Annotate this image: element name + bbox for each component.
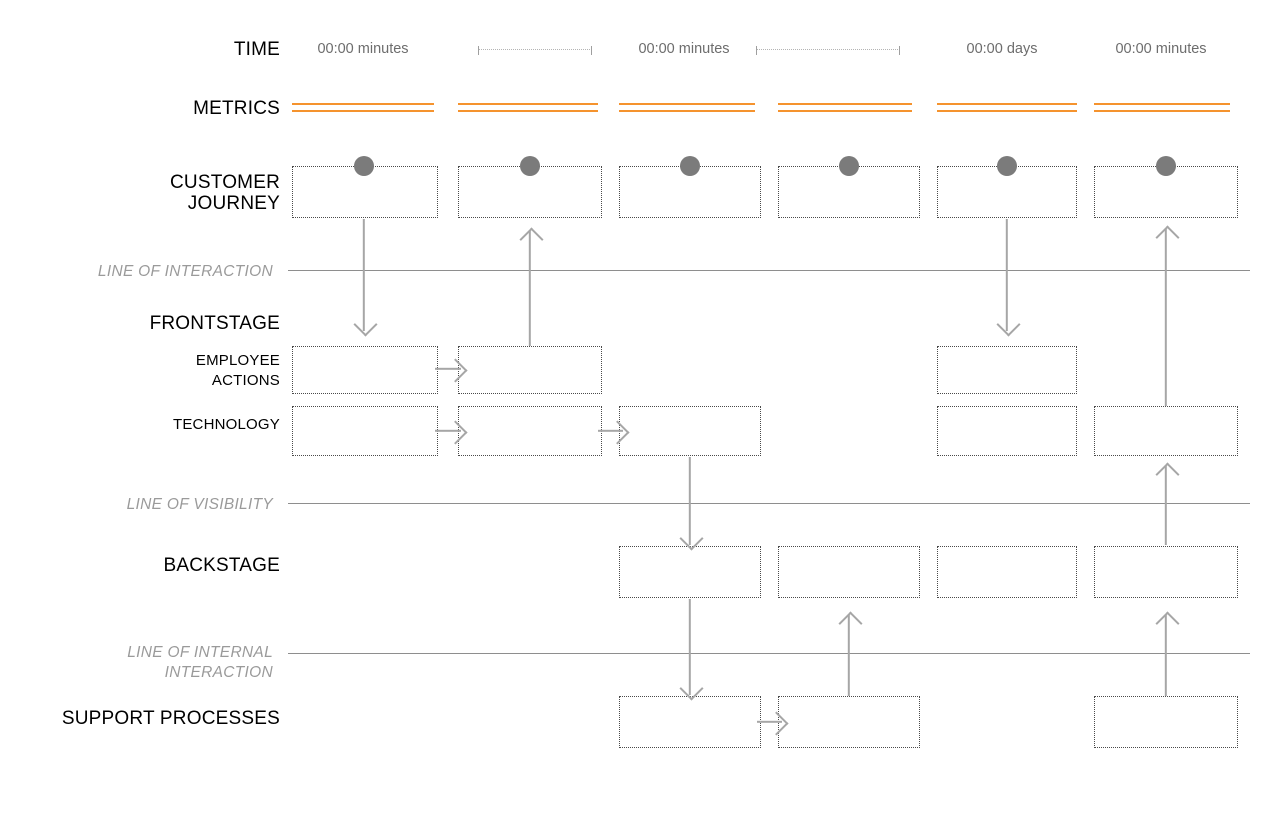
row-label-technology: TECHNOLOGY	[172, 416, 280, 433]
time-label-1: 00:00 minutes	[317, 41, 409, 57]
support-3-to-backstage-4-head	[1154, 611, 1180, 636]
row-label-support-processes: SUPPORT PROCESSES	[61, 708, 280, 729]
technology-2-to-technology-3-shaft	[598, 429, 623, 433]
backstage-box-4[interactable]	[1094, 546, 1238, 598]
technology-box-1[interactable]	[292, 406, 438, 456]
support-1-to-support-2	[757, 710, 789, 736]
time-label-3: 00:00 days	[966, 41, 1038, 57]
backstage-box-3[interactable]	[937, 546, 1077, 598]
journey-1-to-frontstage-1-head	[352, 312, 378, 337]
touchpoint-dot-1[interactable]	[354, 156, 374, 176]
frontstage-2-to-journey-2-shaft	[528, 231, 532, 346]
technology-box-5[interactable]	[1094, 406, 1238, 456]
technology-3-to-backstage-1-shaft	[688, 457, 692, 545]
time-span-bracket-1	[478, 46, 592, 55]
metrics-bar-2	[458, 103, 598, 112]
support-processes-box-3[interactable]	[1094, 696, 1238, 748]
employee-1-to-employee-2	[435, 357, 468, 383]
employee-actions-box-2[interactable]	[458, 346, 602, 394]
support-2-to-backstage-2-head	[837, 611, 863, 636]
row-label-backstage: BACKSTAGE	[163, 555, 280, 576]
backstage-1-to-support-1	[678, 599, 704, 701]
support-processes-box-1[interactable]	[619, 696, 761, 748]
time-label-4: 00:00 minutes	[1115, 41, 1207, 57]
line-of-interaction-rule	[288, 270, 1250, 271]
journey-1-to-frontstage-1	[352, 219, 378, 337]
row-label-time: TIME	[233, 39, 280, 60]
backstage-box-1[interactable]	[619, 546, 761, 598]
journey-5-to-frontstage-5	[995, 219, 1021, 337]
technology-6-to-journey-6-head	[1154, 225, 1180, 250]
metrics-bar-3	[619, 103, 755, 112]
backstage-4-to-technology-6-head	[1154, 462, 1180, 487]
support-1-to-support-2-shaft	[757, 720, 782, 724]
journey-1-to-frontstage-1-shaft	[362, 219, 366, 331]
technology-box-2[interactable]	[458, 406, 602, 456]
row-label-metrics: METRICS	[193, 98, 280, 119]
technology-6-to-journey-6-shaft	[1164, 229, 1168, 406]
backstage-1-to-support-1-shaft	[688, 599, 692, 695]
row-label-line-of-interaction: LINE OF INTERACTION	[97, 263, 273, 280]
time-label-2: 00:00 minutes	[638, 41, 730, 57]
employee-1-to-employee-2-shaft	[435, 367, 461, 371]
touchpoint-dot-3[interactable]	[680, 156, 700, 176]
touchpoint-dot-5[interactable]	[997, 156, 1017, 176]
metrics-bar-4	[778, 103, 912, 112]
row-label-frontstage: FRONTSTAGE	[149, 313, 280, 334]
technology-6-to-journey-6	[1154, 225, 1180, 406]
backstage-box-2[interactable]	[778, 546, 920, 598]
backstage-4-to-technology-6-shaft	[1164, 466, 1168, 545]
technology-3-to-backstage-1	[678, 457, 704, 551]
frontstage-2-to-journey-2	[518, 227, 544, 346]
touchpoint-dot-6[interactable]	[1156, 156, 1176, 176]
technology-1-to-technology-2	[435, 419, 468, 445]
technology-box-4[interactable]	[937, 406, 1077, 456]
line-of-internal-interaction-rule	[288, 653, 1250, 654]
technology-box-3[interactable]	[619, 406, 761, 456]
row-label-line-of-internal-interaction: LINE OF INTERNAL INTERACTION	[127, 644, 273, 681]
support-2-to-backstage-2	[837, 611, 863, 696]
touchpoint-dot-4[interactable]	[839, 156, 859, 176]
support-processes-box-2[interactable]	[778, 696, 920, 748]
support-2-to-backstage-2-shaft	[847, 615, 851, 696]
journey-5-to-frontstage-5-head	[995, 312, 1021, 337]
time-span-bracket-2	[756, 46, 900, 55]
metrics-bar-6	[1094, 103, 1230, 112]
line-of-visibility-rule	[288, 503, 1250, 504]
support-3-to-backstage-4	[1154, 611, 1180, 696]
technology-2-to-technology-3	[598, 419, 630, 445]
metrics-bar-1	[292, 103, 434, 112]
frontstage-2-to-journey-2-head	[518, 227, 544, 252]
row-label-line-of-visibility: LINE OF VISIBILITY	[126, 496, 273, 513]
support-3-to-backstage-4-shaft	[1164, 615, 1168, 696]
employee-actions-box-3[interactable]	[937, 346, 1077, 394]
row-label-employee-actions: EMPLOYEE ACTIONS	[195, 352, 280, 389]
row-label-customer-journey: CUSTOMER JOURNEY	[170, 172, 280, 214]
journey-5-to-frontstage-5-shaft	[1005, 219, 1009, 331]
employee-actions-box-1[interactable]	[292, 346, 438, 394]
metrics-bar-5	[937, 103, 1077, 112]
touchpoint-dot-2[interactable]	[520, 156, 540, 176]
technology-1-to-technology-2-shaft	[435, 429, 461, 433]
backstage-4-to-technology-6	[1154, 462, 1180, 545]
